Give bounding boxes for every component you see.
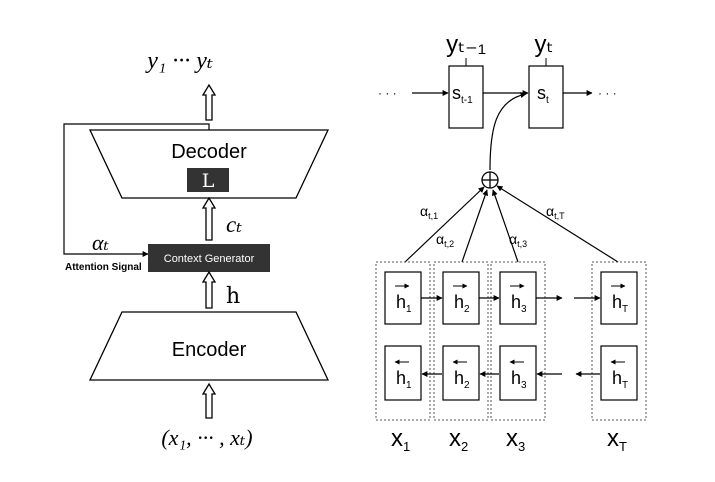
fwd-h-1: h1 <box>396 292 412 315</box>
s-t-box <box>528 65 564 129</box>
bwd-cell-2 <box>442 345 480 401</box>
column-T <box>591 261 647 421</box>
fwd-h-2: h2 <box>454 292 470 315</box>
fwd-cell-T <box>600 271 638 325</box>
bwd-cell-1 <box>384 345 422 401</box>
context-generator-label: Context Generator <box>164 253 255 265</box>
s-t-label: st <box>537 83 549 106</box>
context-arrow <box>201 196 217 241</box>
x-label-T: xT <box>607 425 627 454</box>
s-prev-label: st-1 <box>452 83 473 106</box>
alpha-label-T: αt,T <box>546 203 565 221</box>
column-3 <box>490 261 546 421</box>
context-label: cₜ <box>226 212 242 237</box>
x-label-2: x2 <box>449 425 468 454</box>
encoder-label: Encoder <box>172 339 247 361</box>
output-arrow <box>201 83 217 121</box>
x-label-1: x1 <box>391 425 410 454</box>
bwd-cell-T <box>600 345 638 401</box>
bwd-h-1: h1 <box>396 368 412 391</box>
fwd-cell-1 <box>384 271 422 325</box>
alpha-label-1: αt,1 <box>420 203 438 221</box>
decoder-block <box>88 129 330 199</box>
x-label-3: x3 <box>506 425 525 454</box>
fwd-h-3: h3 <box>511 292 527 315</box>
column-2 <box>433 261 489 421</box>
feedback-line <box>63 123 210 257</box>
attention-signal-label: Attention Signal <box>65 262 142 273</box>
attn-line-1 <box>404 186 485 263</box>
decoder-label: Decoder <box>171 141 247 163</box>
input-label: (x₁, ··· , xₜ) <box>161 425 252 450</box>
forward-cells: h1 h2 h3 hT <box>384 271 638 325</box>
bwd-h-3: h3 <box>511 368 527 391</box>
context-curve <box>489 92 527 171</box>
encoder-block <box>88 311 330 381</box>
h-arrow <box>201 270 217 309</box>
y-prev-label: yₜ₋₁ <box>446 31 486 58</box>
dots-left: · · · <box>378 86 397 100</box>
alpha-label-2: αt,2 <box>436 231 454 249</box>
h-label: h <box>226 284 240 309</box>
bwd-h-2: h2 <box>454 368 470 391</box>
attention-panel: yₜ₋₁ yₜ st-1 st · · · · · · αt,1 <box>375 31 647 454</box>
column-1 <box>375 261 431 421</box>
y-t-label: yₜ <box>534 31 553 58</box>
fwd-h-T: hT <box>612 292 628 315</box>
context-generator-box <box>148 244 270 272</box>
l-box <box>187 168 229 192</box>
attn-line-3 <box>491 189 519 263</box>
alpha-label: αₜ <box>92 230 110 255</box>
output-label: y₁ ··· yₜ <box>145 48 213 74</box>
encoder-decoder-panel: y₁ ··· yₜ Decoder L cₜ αₜ Attention Sign… <box>63 48 330 450</box>
bwd-cell-3 <box>499 345 537 401</box>
backward-cells: h1 h2 h3 hT <box>384 345 638 401</box>
attn-line-2 <box>461 189 489 263</box>
fwd-cell-3 <box>499 271 537 325</box>
attn-line-T <box>496 185 619 263</box>
l-label: L <box>202 170 215 192</box>
dots-right: · · · <box>598 86 617 100</box>
s-prev-box <box>448 65 484 129</box>
bwd-h-T: hT <box>612 368 628 391</box>
alpha-label-3: αt,3 <box>509 231 527 249</box>
input-arrow <box>201 382 217 419</box>
